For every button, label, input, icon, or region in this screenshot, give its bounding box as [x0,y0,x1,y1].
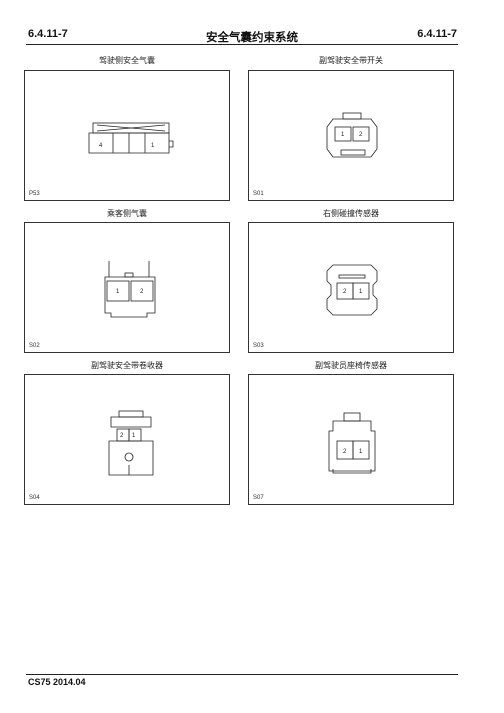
connector-code: S04 [29,495,40,501]
pin-label: 1 [359,449,363,455]
pin-label: 2 [343,289,347,295]
pin-label: 1 [359,289,363,295]
connector-code: P53 [29,191,40,197]
pin-label: 2 [140,289,144,295]
connector-diagram-s03: 2 1 S03 [248,222,454,353]
pin-label: 1 [151,143,155,149]
connector-drawing: 1 2 [104,261,156,318]
pin-label: 4 [99,143,103,149]
page-title: 安全气囊约束系统 [206,30,298,44]
connector-drawing: 2 1 [326,264,378,316]
pin-label: 1 [341,132,345,138]
connector-drawing: 4 1 [88,122,174,154]
connector-drawing: 2 1 [108,410,154,476]
connector-diagram-s01: 1 2 S01 [248,70,454,201]
header-section-right: 6.4.11-7 [417,28,457,40]
pin-label: 2 [343,449,347,455]
connector-code: S01 [253,191,264,197]
connector-diagram-p53: 4 1 P53 [24,70,230,201]
connector-code: S02 [29,343,40,349]
footer-model-date: CS75 2014.04 [28,677,86,687]
connector-diagram-s04: 2 1 S04 [24,374,230,505]
pin-label: 1 [132,433,136,439]
connector-caption: 右侧碰撞传感器 [323,209,379,218]
connector-caption: 驾驶侧安全气囊 [99,56,155,65]
pin-label: 2 [359,132,363,138]
connector-drawing: 2 1 [328,412,376,474]
connector-code: S03 [253,343,264,349]
connector-caption: 乘客侧气囊 [107,209,147,218]
connector-code: S07 [253,495,264,501]
connector-diagram-s02: 1 2 S02 [24,222,230,353]
header-rule [26,44,458,45]
footer-rule [26,674,458,675]
pin-label: 2 [120,433,124,439]
connector-caption: 副驾驶安全带开关 [319,56,383,65]
connector-caption: 副驾驶安全带卷收器 [91,361,163,370]
pin-label: 1 [116,289,120,295]
header-section-left: 6.4.11-7 [28,28,68,40]
connector-caption: 副驾驶员座椅传感器 [315,361,387,370]
connector-drawing: 1 2 [326,112,378,158]
connector-diagram-s07: 2 1 S07 [248,374,454,505]
